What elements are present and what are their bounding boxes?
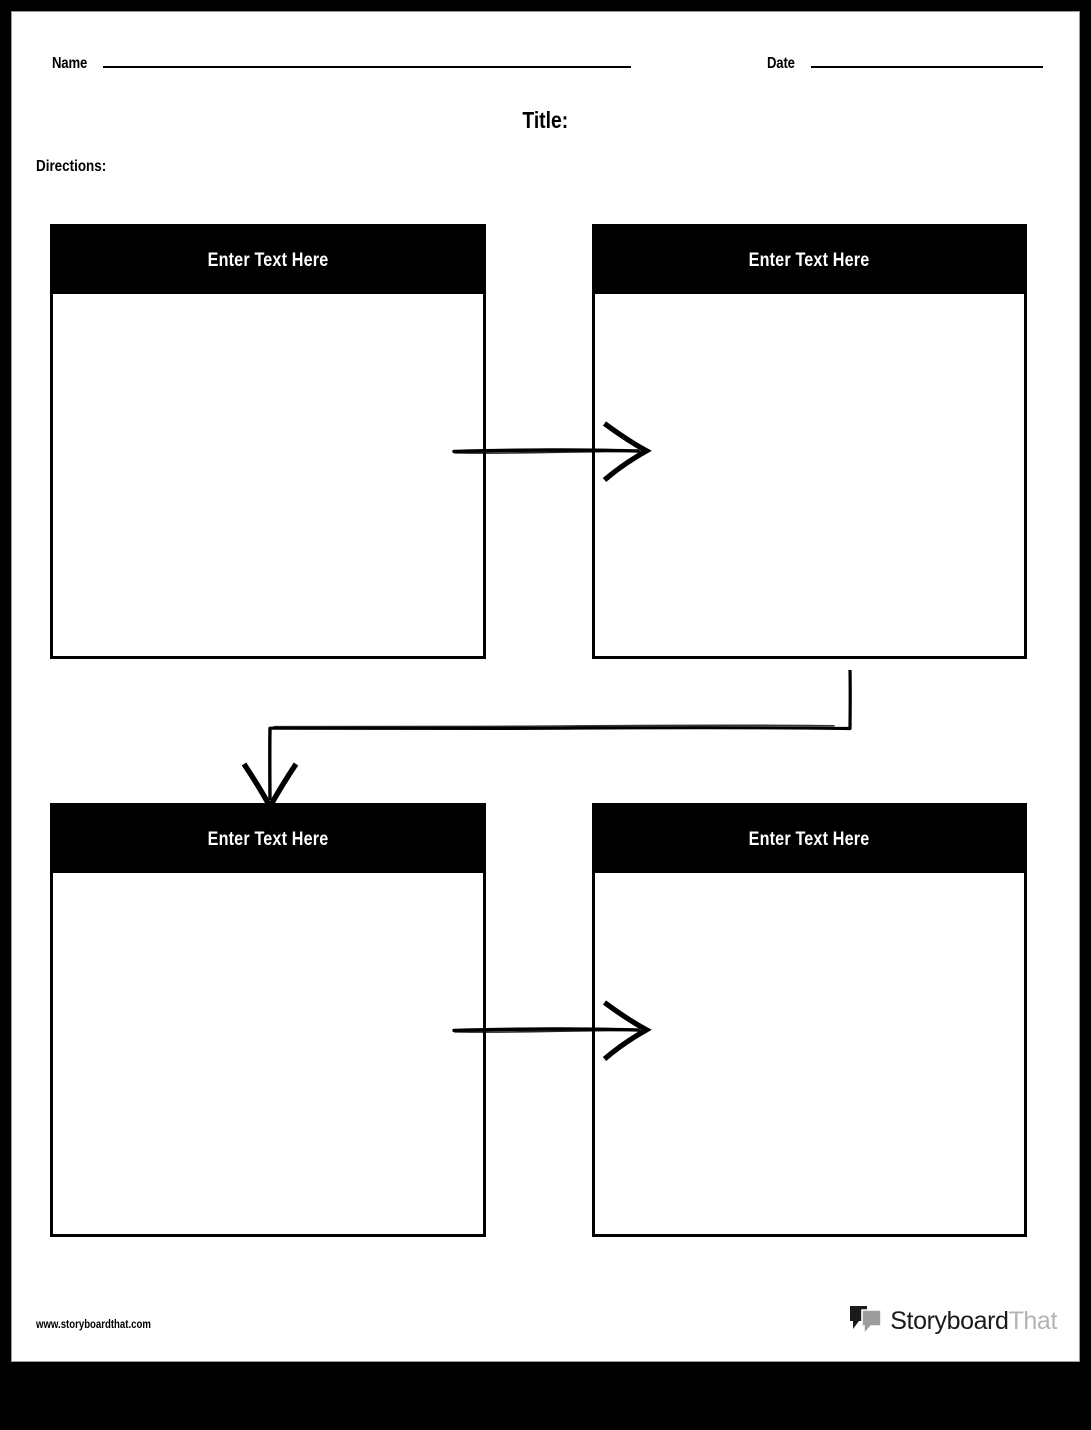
- footer-url[interactable]: www.storyboardthat.com: [36, 1317, 180, 1331]
- speech-bubbles-icon: [849, 1304, 883, 1339]
- cell-1-header-text: Enter Text Here: [207, 249, 329, 271]
- cell-4-header[interactable]: Enter Text Here: [595, 806, 1024, 873]
- arrow-elbow-down-icon: [241, 669, 852, 813]
- storyboardthat-logo[interactable]: StoryboardThat: [849, 1304, 1057, 1339]
- name-label: Name: [52, 55, 88, 72]
- cell-3-header-text: Enter Text Here: [207, 828, 329, 850]
- directions-label: Directions:: [36, 158, 120, 176]
- cell-2-body[interactable]: [595, 294, 1024, 656]
- cell-4-header-text: Enter Text Here: [749, 828, 870, 850]
- page-title-text: Title:: [522, 107, 569, 133]
- arrow-cell2-to-cell3: [234, 652, 874, 824]
- cell-3[interactable]: Enter Text Here: [50, 803, 486, 1237]
- page-title: Title:: [12, 107, 1079, 134]
- logo-wordmark: StoryboardThat: [890, 1309, 1057, 1334]
- cell-3-body[interactable]: [53, 873, 483, 1234]
- date-field-row: Date: [767, 55, 1043, 73]
- cell-4-body[interactable]: [595, 873, 1024, 1234]
- date-input-line[interactable]: [810, 66, 1043, 68]
- logo-word-that: That: [1008, 1307, 1058, 1335]
- directions-label-text: Directions:: [36, 158, 107, 175]
- cell-1-body[interactable]: [53, 294, 483, 656]
- name-input-line[interactable]: [102, 66, 631, 68]
- cell-1-header[interactable]: Enter Text Here: [53, 227, 483, 294]
- logo-word-storyboard: Storyboard: [890, 1307, 1009, 1335]
- cell-3-header[interactable]: Enter Text Here: [53, 806, 483, 873]
- date-label: Date: [767, 55, 795, 72]
- cell-2-header[interactable]: Enter Text Here: [595, 227, 1024, 294]
- cell-1[interactable]: Enter Text Here: [50, 224, 486, 659]
- footer-url-text: www.storyboardthat.com: [36, 1317, 151, 1331]
- cell-4[interactable]: Enter Text Here: [592, 803, 1027, 1237]
- cell-2[interactable]: Enter Text Here: [592, 224, 1027, 659]
- name-field-row: Name: [52, 55, 631, 73]
- cell-2-header-text: Enter Text Here: [749, 249, 870, 271]
- worksheet-page: Name Date Title: Directions: Enter Text …: [11, 11, 1080, 1362]
